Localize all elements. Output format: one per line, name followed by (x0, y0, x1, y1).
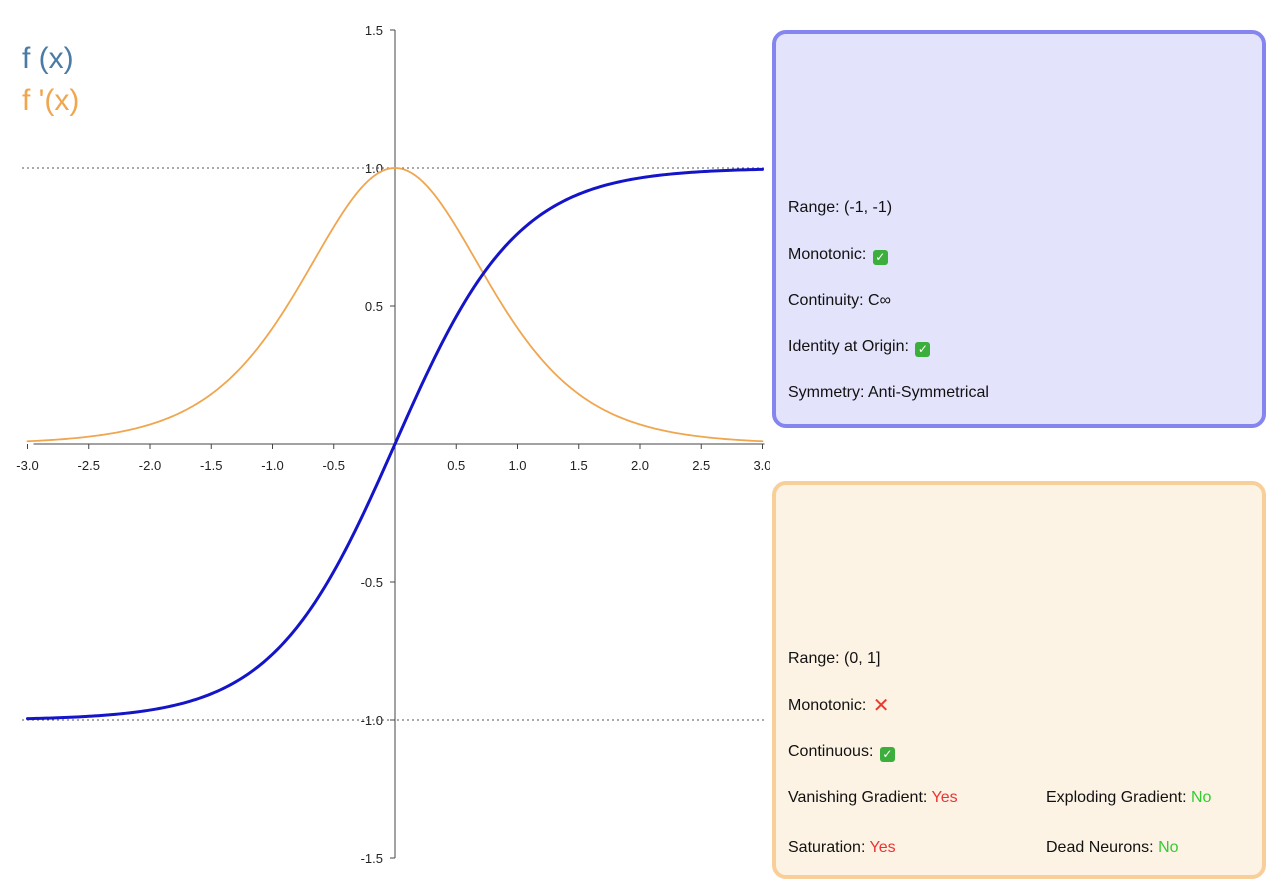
fp-vanishing-gradient: Vanishing Gradient: Yes (788, 788, 958, 808)
x-tick-label: 2.0 (631, 458, 649, 473)
f-continuity: Continuity: C∞ (788, 292, 891, 309)
f-symmetry: Symmetry: Anti-Symmetrical (788, 384, 989, 401)
y-tick-label: -1.0 (361, 713, 383, 728)
vanishing-gradient-value: Yes (931, 789, 958, 806)
x-tick-label: -1.0 (261, 458, 283, 473)
f-series-line (26, 167, 764, 721)
fprime-series-line (26, 167, 764, 443)
y-tick-label: 1.5 (365, 23, 383, 38)
f-identity-at-origin: Identity at Origin: ✓ (788, 337, 931, 357)
fp-continuous-label: Continuous: (788, 743, 874, 760)
fp-range: Range: (0, 1] (788, 650, 881, 667)
tick-labels: -3.0 -2.5 -2.0 -1.5 -1.0 -0.5 0.5 1.0 1.5 2.0 2.5 3… (16, 23, 770, 866)
saturation-label: Saturation: (788, 839, 870, 856)
legend-f-label: f (x) (22, 42, 74, 75)
f-properties-panel: Range: (-1, -1) Monotonic: ✓ Continuity:… (772, 30, 1266, 428)
x-tick-label: -3.0 (16, 458, 38, 473)
x-tick-label: 3.0 (753, 458, 770, 473)
check-icon: ✓ (915, 342, 931, 357)
fp-monotonic-label: Monotonic: (788, 697, 867, 714)
fprime-properties-panel: Range: (0, 1] Monotonic: ✕ Continuous: ✓… (772, 481, 1266, 879)
x-tick-label: -2.5 (78, 458, 100, 473)
x-tick-label: 1.0 (508, 458, 526, 473)
x-tick-label: -1.5 (200, 458, 222, 473)
series-layer (26, 167, 764, 721)
f-monotonic-label: Monotonic: (788, 246, 867, 263)
vanishing-gradient-label: Vanishing Gradient: (788, 789, 932, 806)
check-icon: ✓ (872, 250, 888, 265)
f-identity-label: Identity at Origin: (788, 338, 909, 355)
y-tick-label: 1.0 (365, 161, 383, 176)
check-icon: ✓ (879, 747, 895, 762)
y-tick-label: -1.5 (361, 851, 383, 866)
dead-neurons-label: Dead Neurons: (1046, 839, 1159, 856)
exploding-gradient-value: No (1190, 789, 1212, 806)
cross-icon: ✕ (872, 693, 890, 717)
y-tick-label: -0.5 (361, 575, 383, 590)
y-tick-label: 0.5 (365, 299, 383, 314)
saturation-value: Yes (869, 839, 896, 856)
fp-monotonic: Monotonic: ✕ (788, 693, 890, 717)
x-tick-label: 0.5 (447, 458, 465, 473)
x-tick-label: -2.0 (139, 458, 161, 473)
f-monotonic: Monotonic: ✓ (788, 245, 888, 265)
x-tick-label: 2.5 (692, 458, 710, 473)
fp-saturation: Saturation: Yes (788, 838, 896, 858)
axes (33, 30, 765, 858)
function-plot: -3.0 -2.5 -2.0 -1.5 -1.0 -0.5 0.5 1.0 1.5 2.0 2.5 3… (16, 23, 770, 866)
fp-dead-neurons: Dead Neurons: No (1046, 838, 1179, 858)
legend-fprime-label: f '(x) (22, 84, 80, 117)
dead-neurons-value: No (1158, 839, 1179, 856)
fp-continuous: Continuous: ✓ (788, 742, 895, 762)
exploding-gradient-label: Exploding Gradient: (1046, 789, 1191, 806)
x-tick-label: 1.5 (570, 458, 588, 473)
x-tick-label: -0.5 (323, 458, 345, 473)
f-range: Range: (-1, -1) (788, 199, 893, 216)
fp-exploding-gradient: Exploding Gradient: No (1046, 788, 1211, 808)
